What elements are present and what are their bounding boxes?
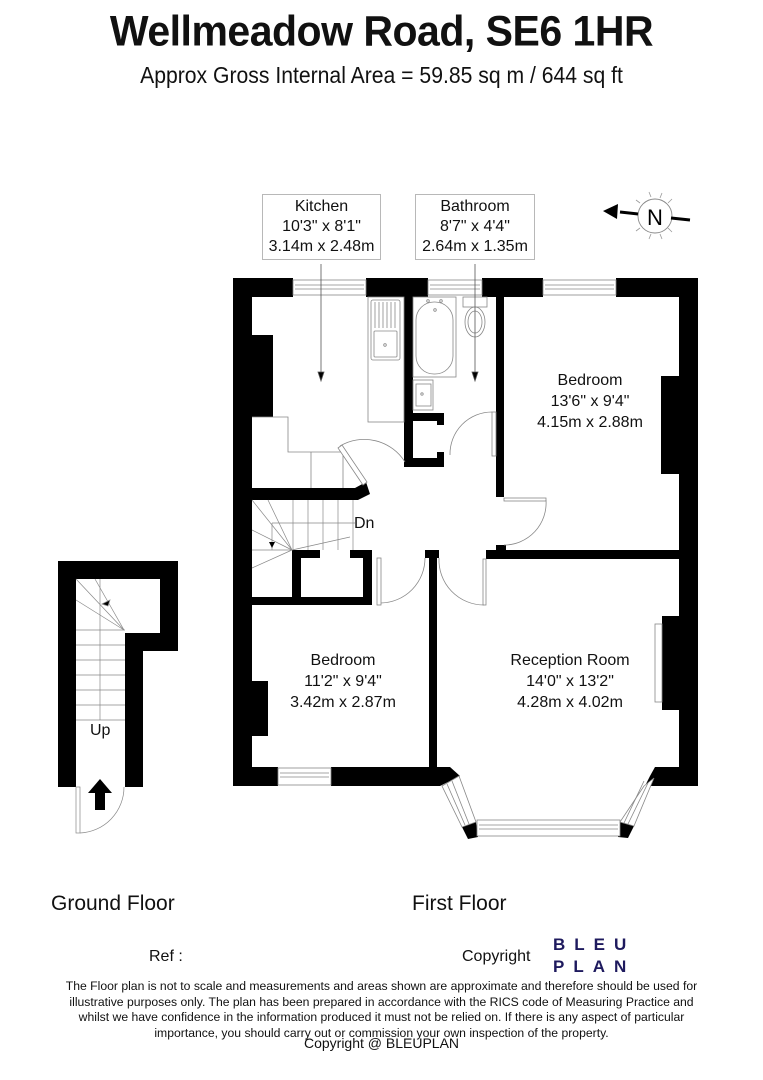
ground-floor-stairs xyxy=(75,578,125,834)
kitchen-imperial: 10'3" x 8'1" xyxy=(282,218,361,235)
gross-area-subtitle: Approx Gross Internal Area = 59.85 sq m … xyxy=(140,62,623,88)
property-address-title: Wellmeadow Road, SE6 1HR xyxy=(109,6,654,56)
bedroom-2-imperial: 11'2" x 9'4" xyxy=(304,673,382,690)
bedroom-1-label: Bedroom 13'6" x 9'4" 4.15m x 2.88m xyxy=(520,370,660,433)
stairs-up-label: Up xyxy=(90,722,111,739)
bedroom-1-imperial: 13'6" x 9'4" xyxy=(550,393,630,410)
logo-line-1: BLEU xyxy=(553,935,636,954)
svg-text:N: N xyxy=(647,205,663,230)
compass-north-icon: N xyxy=(603,191,691,240)
first-floor-label: First Floor xyxy=(412,892,507,915)
kitchen-metric: 3.14m x 2.48m xyxy=(268,238,375,255)
bathroom-name: Bathroom xyxy=(440,198,510,215)
stairs-down-arrow-icon xyxy=(269,542,275,548)
first-floor-stairs xyxy=(251,499,355,569)
reception-room-metric: 4.28m x 4.02m xyxy=(517,694,623,711)
bedroom-2-label: Bedroom 11'2" x 9'4" 3.42m x 2.87m xyxy=(268,650,418,713)
bathroom-label: Bathroom 8'7" x 4'4" 2.64m x 1.35m xyxy=(415,194,535,260)
first-floor-walls xyxy=(233,278,698,839)
bedroom-1-metric: 4.15m x 2.88m xyxy=(537,414,643,431)
bedroom-1-name: Bedroom xyxy=(557,372,623,389)
stairs-down-label: Dn xyxy=(354,515,375,532)
bedroom-2-metric: 3.42m x 2.87m xyxy=(290,694,396,711)
bathroom-fittings xyxy=(412,296,488,411)
entrance-arrow-icon xyxy=(88,779,112,810)
reception-room-imperial: 14'0" x 13'2" xyxy=(526,673,614,690)
bathroom-imperial: 8'7" x 4'4" xyxy=(440,218,510,235)
ground-floor-walls xyxy=(58,561,178,787)
doors xyxy=(337,411,547,606)
kitchen-fittings xyxy=(252,296,405,488)
bleuplan-logo: BLEU PLAN xyxy=(553,934,635,978)
disclaimer-text: The Floor plan is not to scale and measu… xyxy=(65,979,698,1040)
windows xyxy=(277,279,663,837)
ref-label: Ref : xyxy=(149,948,183,965)
ground-floor-label: Ground Floor xyxy=(51,892,175,915)
bedroom-2-name: Bedroom xyxy=(310,652,376,669)
kitchen-name: Kitchen xyxy=(294,198,349,215)
copyright-label: Copyright xyxy=(462,948,531,965)
bathroom-metric: 2.64m x 1.35m xyxy=(422,238,528,255)
logo-line-2: PLAN xyxy=(553,957,636,976)
copyright-footer: Copyright @ BLEUPLAN xyxy=(303,1035,460,1051)
kitchen-label: Kitchen 10'3" x 8'1" 3.14m x 2.48m xyxy=(262,194,381,260)
label-leader-lines xyxy=(317,264,479,383)
reception-room-label: Reception Room 14'0" x 13'2" 4.28m x 4.0… xyxy=(480,650,660,713)
reception-room-name: Reception Room xyxy=(510,652,630,669)
